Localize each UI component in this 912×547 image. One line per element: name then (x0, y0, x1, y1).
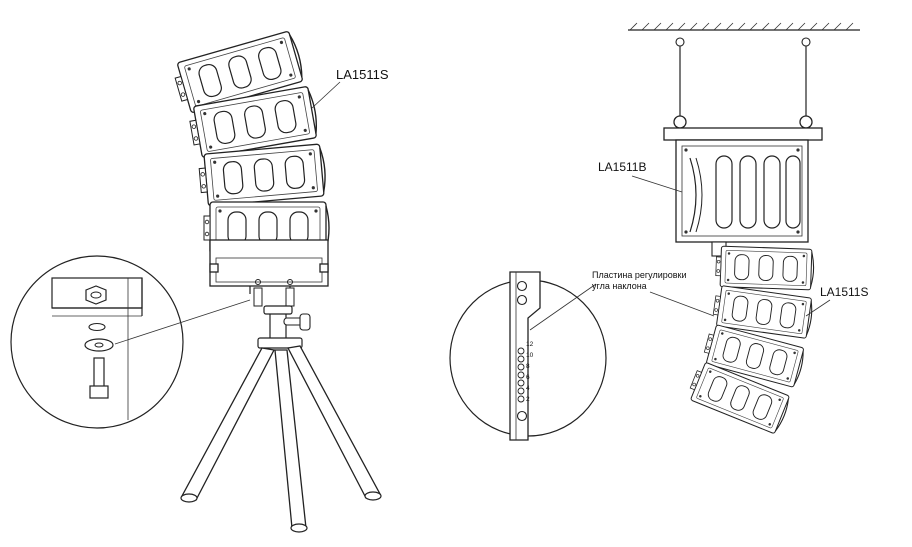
scale-num-8: 8 (526, 363, 530, 370)
tilt-plate-callout: 12 10 8 6 4 2 (449, 271, 715, 441)
cabinet-3 (197, 143, 328, 208)
tilt-scale-numbers: 12 10 8 6 4 2 (526, 341, 534, 403)
left-array-label: LA1511S (336, 67, 389, 82)
left-array-stack (170, 29, 330, 255)
tilt-scale-holes (517, 347, 525, 403)
left-array-label-group: LA1511S (311, 67, 389, 109)
ceiling (628, 22, 860, 129)
tripod (180, 305, 382, 533)
scale-num-10: 10 (526, 352, 534, 359)
right-array-stack (685, 245, 815, 436)
scale-num-6: 6 (526, 374, 530, 381)
bolt-detail-callout (10, 255, 251, 429)
right-array-label: LA1511S (820, 285, 869, 299)
tilt-plate-label-line1: Пластина регулировки (592, 270, 686, 280)
scale-num-12: 12 (526, 341, 534, 348)
rigging-bracket (663, 127, 823, 257)
bracket-label-group: LA1511B (598, 160, 683, 193)
scale-num-4: 4 (526, 385, 530, 392)
scale-num-2: 2 (526, 396, 530, 403)
right-array-label-group: LA1511S (805, 285, 869, 317)
bracket-label: LA1511B (598, 160, 647, 174)
tilt-plate-label-group: Пластина регулировки угла наклона (592, 270, 686, 291)
tilt-plate-label-line2: угла наклона (592, 281, 647, 291)
hung-cabinet-1 (714, 245, 815, 291)
base-plate (209, 239, 329, 307)
